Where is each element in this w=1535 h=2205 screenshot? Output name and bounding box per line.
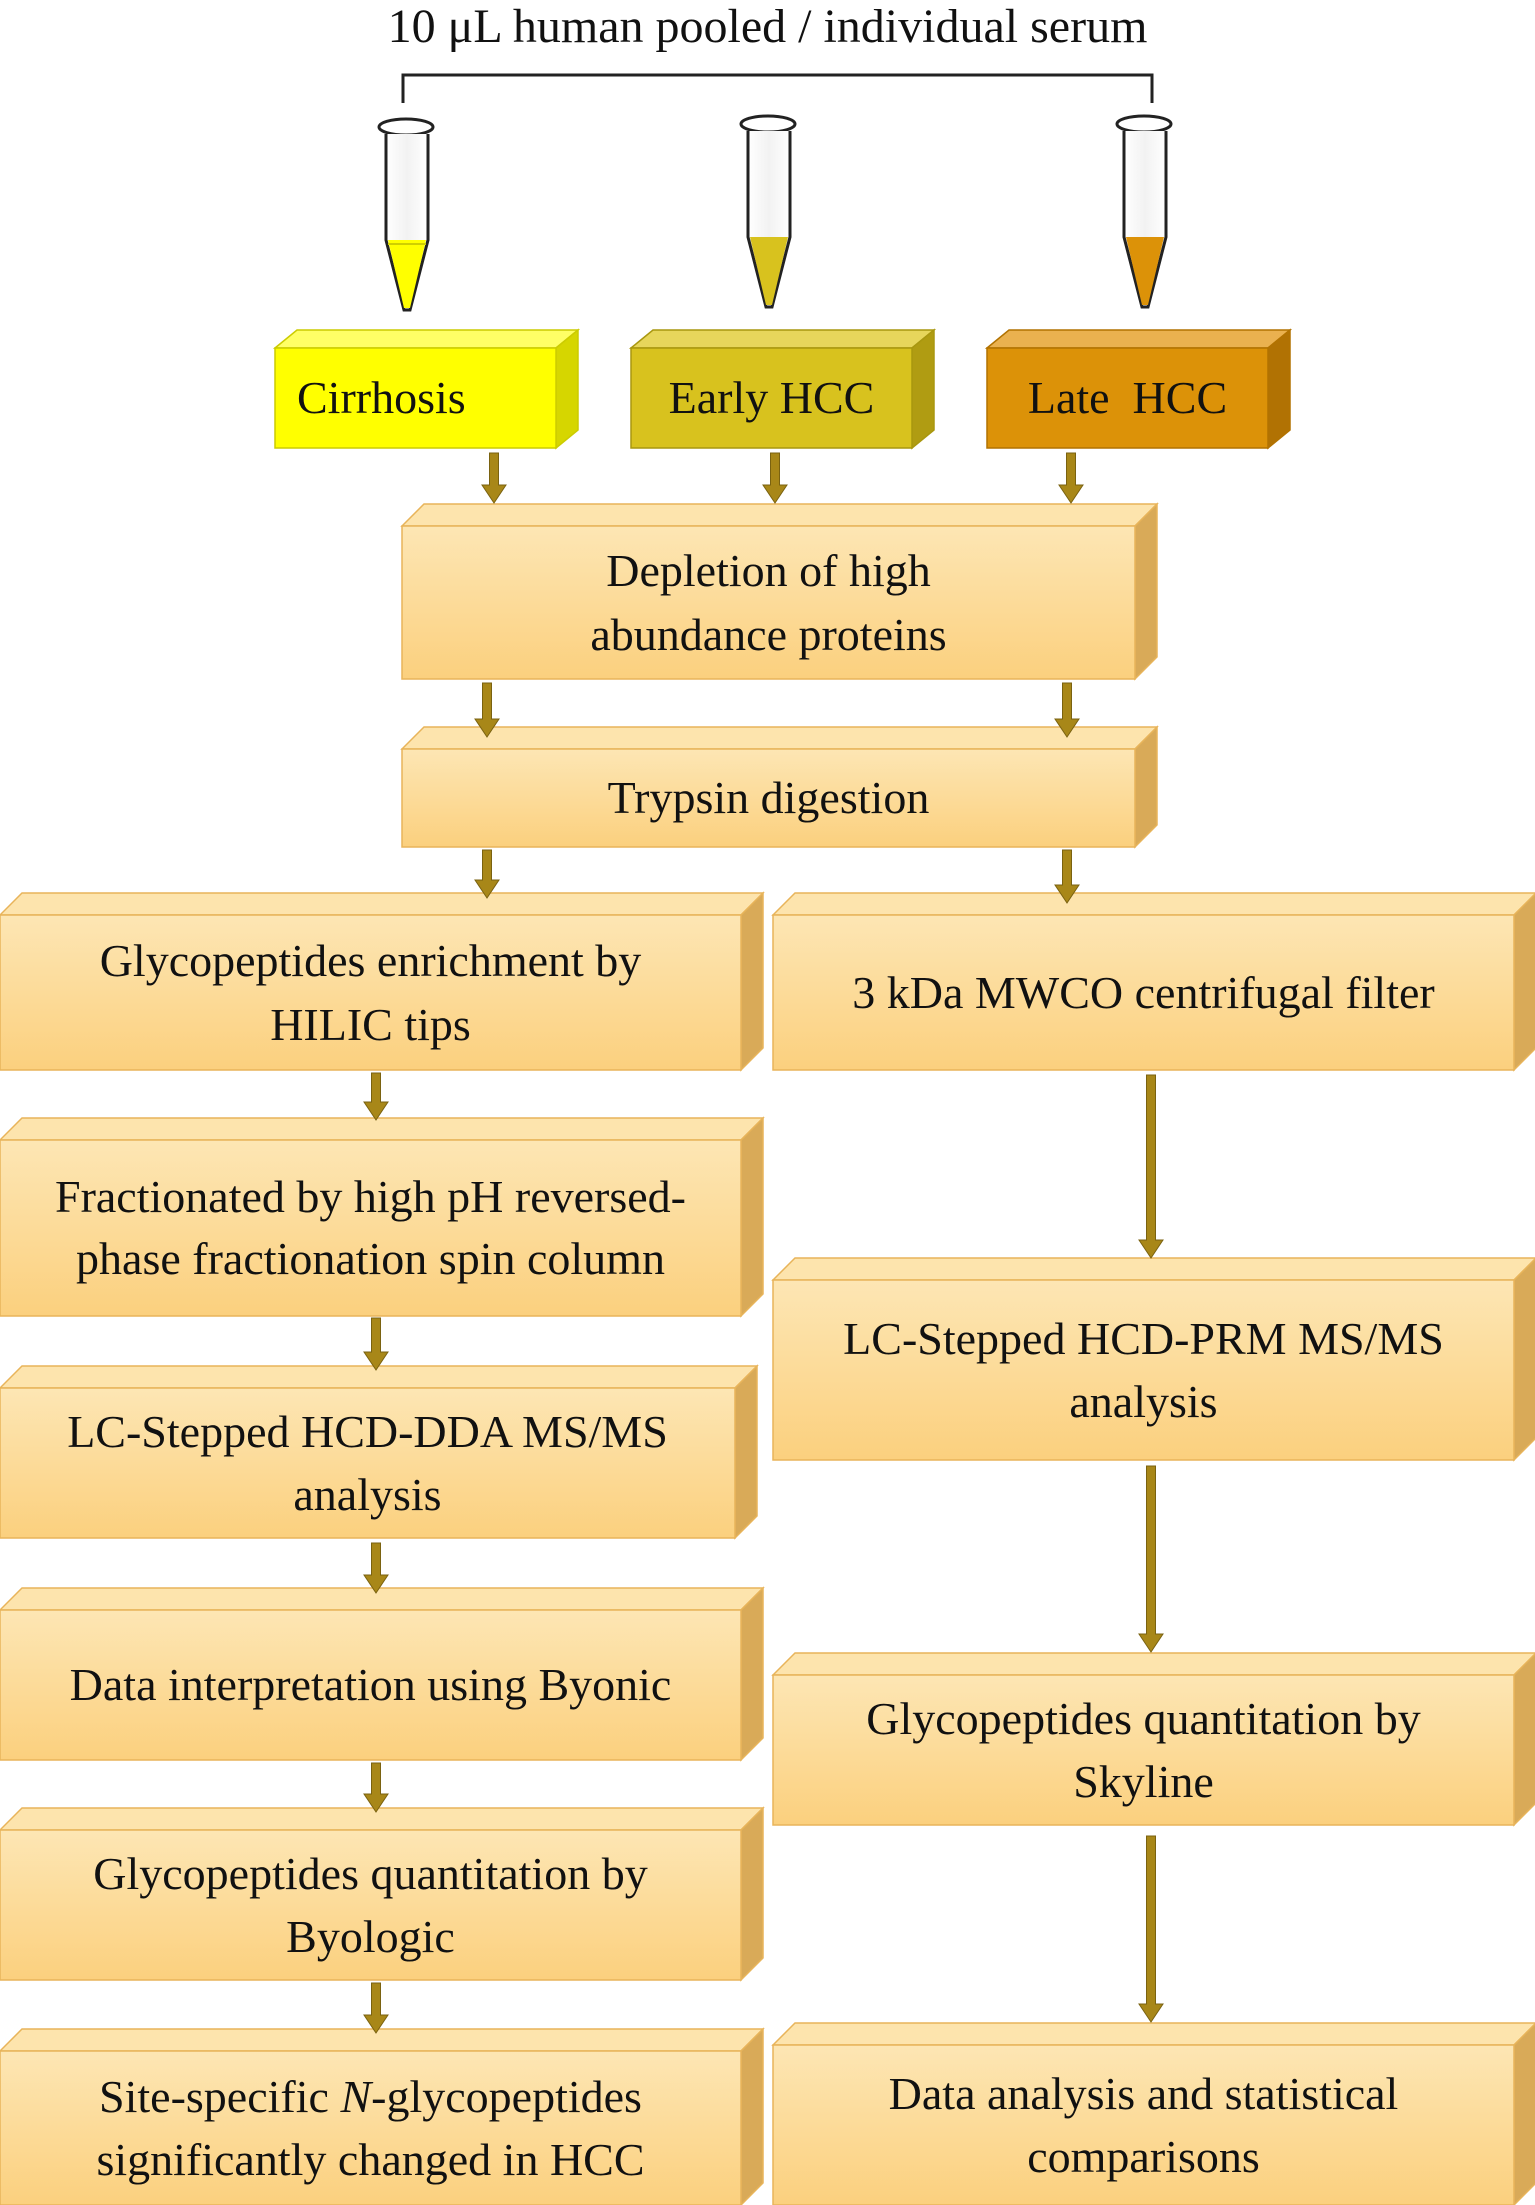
box-byologic-face [0,1829,742,1981]
diagram-title: 10 μL human pooled / individual serum [387,0,1148,53]
step-high-ph-fractionation: Fractionated by high pH reversed-phase f… [54,1170,687,1284]
tube-cirrhosis-icon [377,117,435,312]
box-dda [0,1364,759,1540]
box-byonic [0,1586,765,1762]
arrow-skyline-to-statistics [1138,1835,1164,2023]
arrow-hilic-to-fractionation [363,1072,389,1121]
box-byologic [0,1806,765,1982]
arrow-depletion-to-trypsin-left [474,682,500,738]
arrow-mwco-to-prm [1138,1074,1164,1259]
box-statistics-face [772,2044,1515,2205]
box-prm [771,1257,1535,1462]
step-statistical-analysis: Data analysis and statistical comparison… [888,2067,1399,2182]
arrow-early-to-depletion [762,452,788,504]
step-byonic-interpretation: Data interpretation using Byonic [69,1659,672,1711]
arrow-cirrhosis-to-depletion [481,452,507,504]
step-depletion: Depletion of high abundance proteins [590,545,947,660]
group-box-late-hcc [984,328,1293,450]
site-specific-after: -glycopeptides significantly changed in … [96,2070,645,2185]
step-prm-ms-analysis: LC-Stepped HCD-PRM MS/MS analysis [843,1312,1444,1427]
step-skyline-quantitation: Glycopeptides quantitation by Skyline [866,1692,1421,1807]
step-byologic-quantitation: Glycopeptides quantitation by Byologic [93,1847,648,1962]
arrow-prm-to-skyline [1138,1465,1164,1653]
group-label-late-hcc: Late HCC [1027,372,1228,424]
group-box-cirrhosis [272,328,581,450]
box-site-specific-face [0,2050,742,2205]
arrow-dda-to-byonic [363,1542,389,1594]
arrow-fractionation-to-dda [363,1317,389,1371]
box-hilic [0,891,765,1072]
box-trypsin-face [401,748,1136,848]
box-depletion [400,502,1159,681]
group-label-cirrhosis: Cirrhosis [297,372,466,424]
group-label-early-hcc: Early HCC [668,372,875,424]
step-trypsin-digestion: Trypsin digestion [607,772,930,824]
box-skyline [771,1652,1535,1827]
step-hilic-enrichment: Glycopeptides enrichment by HILIC tips [99,935,642,1050]
box-site-specific [0,2027,765,2205]
site-specific-before: Site-specific [99,2070,341,2122]
group-box-early-hcc [628,328,937,450]
box-depletion-face [401,525,1136,680]
tube-late-hcc-icon [1115,114,1173,309]
arrow-trypsin-to-hilic [474,849,500,899]
arrow-trypsin-to-mwco [1054,849,1080,904]
serum-bracket [401,73,1154,103]
site-specific-text: Site-specific N-glycopeptides significan… [40,2065,701,2191]
box-dda-face [0,1387,736,1539]
box-statistics [771,2022,1535,2205]
site-specific-italic-n: N [340,2070,372,2122]
arrow-late-to-depletion [1058,452,1084,504]
box-fractionation [0,1116,765,1318]
arrow-depletion-to-trypsin-right [1054,682,1080,738]
box-fractionation-face [0,1139,742,1317]
step-site-specific-glycopeptides: Site-specific N-glycopeptides significan… [0,2051,741,2205]
box-trypsin [400,725,1159,849]
box-mwco [771,892,1535,1072]
step-dda-ms-analysis: LC-Stepped HCD-DDA MS/MS analysis [67,1405,668,1520]
arrow-byologic-to-site-specific [363,1982,389,2034]
box-prm-face [772,1279,1515,1461]
box-skyline-face [772,1674,1515,1826]
tube-early-hcc-icon [739,114,797,309]
box-hilic-face [0,914,742,1071]
arrow-byonic-to-byologic [363,1762,389,1813]
box-byonic-face [0,1609,742,1761]
step-mwco-filter: 3 kDa MWCO centrifugal filter [852,966,1435,1018]
box-mwco-face [772,914,1515,1071]
